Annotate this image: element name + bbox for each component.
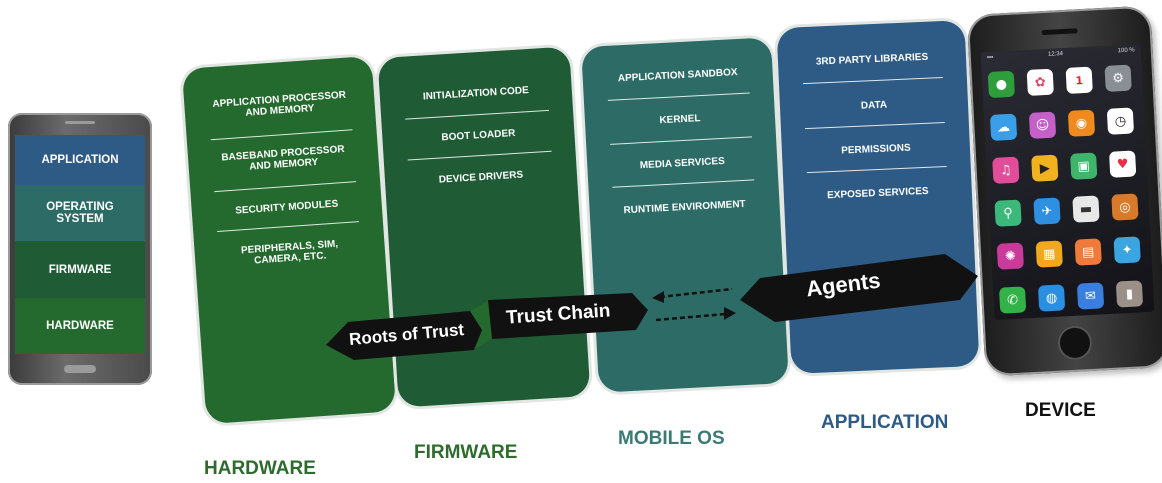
device-home-button xyxy=(1057,324,1093,361)
settings-gear-icon: ⚙ xyxy=(1104,64,1132,92)
firmware-caption: FIRMWARE xyxy=(414,442,518,463)
stack-layer-hardware: HARDWARE xyxy=(15,298,145,354)
transit-icon: ▣ xyxy=(1070,152,1098,180)
browser-globe-icon: ◍ xyxy=(1037,284,1066,312)
dashed-arrow-right xyxy=(655,312,727,322)
phone-earpiece xyxy=(1041,28,1078,36)
hardware-caption: HARDWARE xyxy=(204,458,316,479)
stack-layer-application: APPLICATION xyxy=(15,135,145,186)
chevron-separator xyxy=(470,300,492,350)
application-caption: APPLICATION xyxy=(821,412,949,433)
social-icon: ✺ xyxy=(996,242,1024,270)
arrowhead-right-icon xyxy=(724,307,736,320)
device-caption: DEVICE xyxy=(1025,400,1096,421)
stack-layer-operating-system: OPERATING SYSTEM xyxy=(15,185,145,242)
microphone-icon: ▮ xyxy=(1115,280,1144,308)
airplane-icon: ✈ xyxy=(1033,197,1061,225)
taxi-icon: ▬ xyxy=(1072,195,1100,223)
mail-icon: ✉ xyxy=(1076,282,1105,310)
music-icon: ♫ xyxy=(992,156,1020,184)
store-icon: ▤ xyxy=(1074,238,1102,266)
video-icon: ▶ xyxy=(1031,154,1059,182)
phone-speaker xyxy=(65,121,95,124)
camera-icon: ◉ xyxy=(1067,109,1096,137)
messages-icon: ● xyxy=(987,70,1015,99)
watch-icon: ◎ xyxy=(1111,193,1139,221)
status-bar: ▪▪▪ 12:34 100 % xyxy=(987,47,1135,64)
maps-pin-icon: ⚲ xyxy=(994,199,1022,227)
weather-icon: ☁ xyxy=(989,113,1018,141)
calendar-icon: 1 xyxy=(1065,66,1093,94)
shopping-cart-icon: ▦ xyxy=(1035,240,1063,268)
phone-call-icon: ✆ xyxy=(998,286,1027,314)
signal-icon: ▪▪▪ xyxy=(986,54,994,62)
layer-stack-phone: APPLICATION OPERATING SYSTEM FIRMWARE HA… xyxy=(8,113,152,385)
agents-arrow xyxy=(740,254,978,322)
health-icon: ♥ xyxy=(1109,150,1137,178)
status-time: 12:34 xyxy=(1047,51,1064,58)
phone-home-button xyxy=(64,365,96,373)
clock-icon: ◷ xyxy=(1106,107,1135,135)
bird-icon: ✦ xyxy=(1113,236,1141,264)
dashed-arrow-left xyxy=(659,287,733,299)
device-phone: ▪▪▪ 12:34 100 % ● ✿ 1 ⚙ ☁ ☺ ◉ ◷ ♫ ▶ ▣ ♥ … xyxy=(966,5,1162,377)
mobile-os-caption: MOBILE OS xyxy=(618,428,725,449)
contacts-icon: ☺ xyxy=(1028,111,1057,139)
arrowhead-left-icon xyxy=(652,291,664,303)
battery-status: 100 % xyxy=(1117,47,1135,55)
photos-icon: ✿ xyxy=(1026,68,1054,96)
phone-screen: ▪▪▪ 12:34 100 % ● ✿ 1 ⚙ ☁ ☺ ◉ ◷ ♫ ▶ ▣ ♥ … xyxy=(980,44,1155,321)
